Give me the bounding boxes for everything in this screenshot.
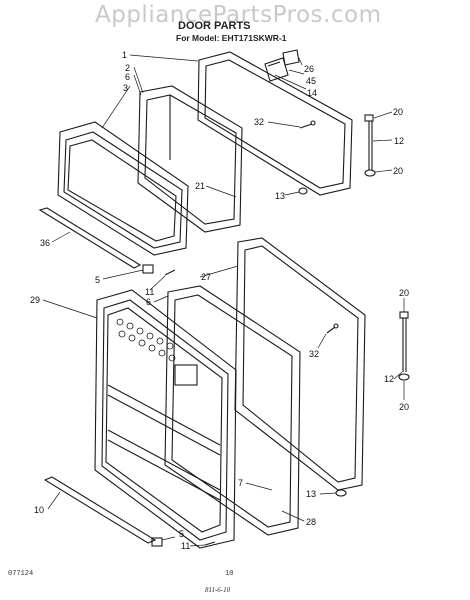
watermark: AppliancePartsPros.com xyxy=(95,2,382,28)
freezer-inner-liner xyxy=(137,85,243,233)
screw-11-lower xyxy=(204,541,216,546)
fresh-food-inner-panel xyxy=(164,285,301,536)
callout-1: 1 xyxy=(122,50,127,60)
callout-13-upper: 13 xyxy=(275,191,285,201)
callout-5-upper: 5 xyxy=(95,275,100,285)
screw-11-upper xyxy=(164,269,176,276)
callout-32-upper: 32 xyxy=(254,117,264,127)
freezer-gasket xyxy=(197,51,353,196)
callout-11-lower: 11 xyxy=(181,541,190,551)
part-26-45 xyxy=(264,49,300,82)
callout-13-lower: 13 xyxy=(306,489,316,499)
callout-20-top-b: 20 xyxy=(393,166,403,176)
footer-page: 10 xyxy=(225,570,234,578)
callout-20-top-a: 20 xyxy=(393,107,403,117)
callout-20-bottom-b: 20 xyxy=(399,402,409,412)
callout-21: 21 xyxy=(195,181,205,191)
callout-7: 7 xyxy=(238,478,243,488)
part-5-upper xyxy=(142,264,154,274)
freezer-outer-door xyxy=(57,121,189,256)
callout-6: 6 xyxy=(125,72,130,82)
footer-code: 077124 xyxy=(8,570,34,578)
callout-32-lower: 32 xyxy=(309,349,319,359)
callout-45: 45 xyxy=(306,76,316,86)
bumper-13-lower xyxy=(335,489,347,497)
callout-36: 36 xyxy=(40,238,50,248)
part-5-lower xyxy=(151,537,163,547)
callout-5-lower: 5 xyxy=(179,529,184,539)
lower-hinge-pin xyxy=(398,311,410,381)
upper-hinge-pin xyxy=(364,114,376,177)
callout-12-upper: 12 xyxy=(394,136,404,146)
diagram-title: DOOR PARTS xyxy=(178,20,251,32)
callout-12-lower: 12 xyxy=(384,374,394,384)
callout-11-upper: 11 xyxy=(145,287,154,297)
callout-20-bottom-a: 20 xyxy=(399,288,409,298)
callout-2: 2 xyxy=(125,63,130,73)
screw-32-lower xyxy=(326,323,339,334)
callout-14: 14 xyxy=(307,88,317,98)
fresh-food-shelf xyxy=(43,476,157,544)
callout-27: 27 xyxy=(201,272,211,282)
callout-29: 29 xyxy=(30,295,40,305)
bumper-13-upper xyxy=(298,187,308,195)
footer-date: 811-6-10 xyxy=(205,586,231,594)
callout-6-lower: 6 xyxy=(146,297,151,307)
freezer-shelf xyxy=(38,207,142,269)
diagram-subtitle: For Model: EHT171SKWR-1 xyxy=(176,33,287,43)
callout-26: 26 xyxy=(304,64,314,74)
callout-10: 10 xyxy=(34,505,44,515)
fresh-food-outer-door xyxy=(94,289,237,549)
callout-28: 28 xyxy=(306,517,316,527)
callout-3: 3 xyxy=(123,83,128,93)
screw-32-upper xyxy=(299,120,316,129)
